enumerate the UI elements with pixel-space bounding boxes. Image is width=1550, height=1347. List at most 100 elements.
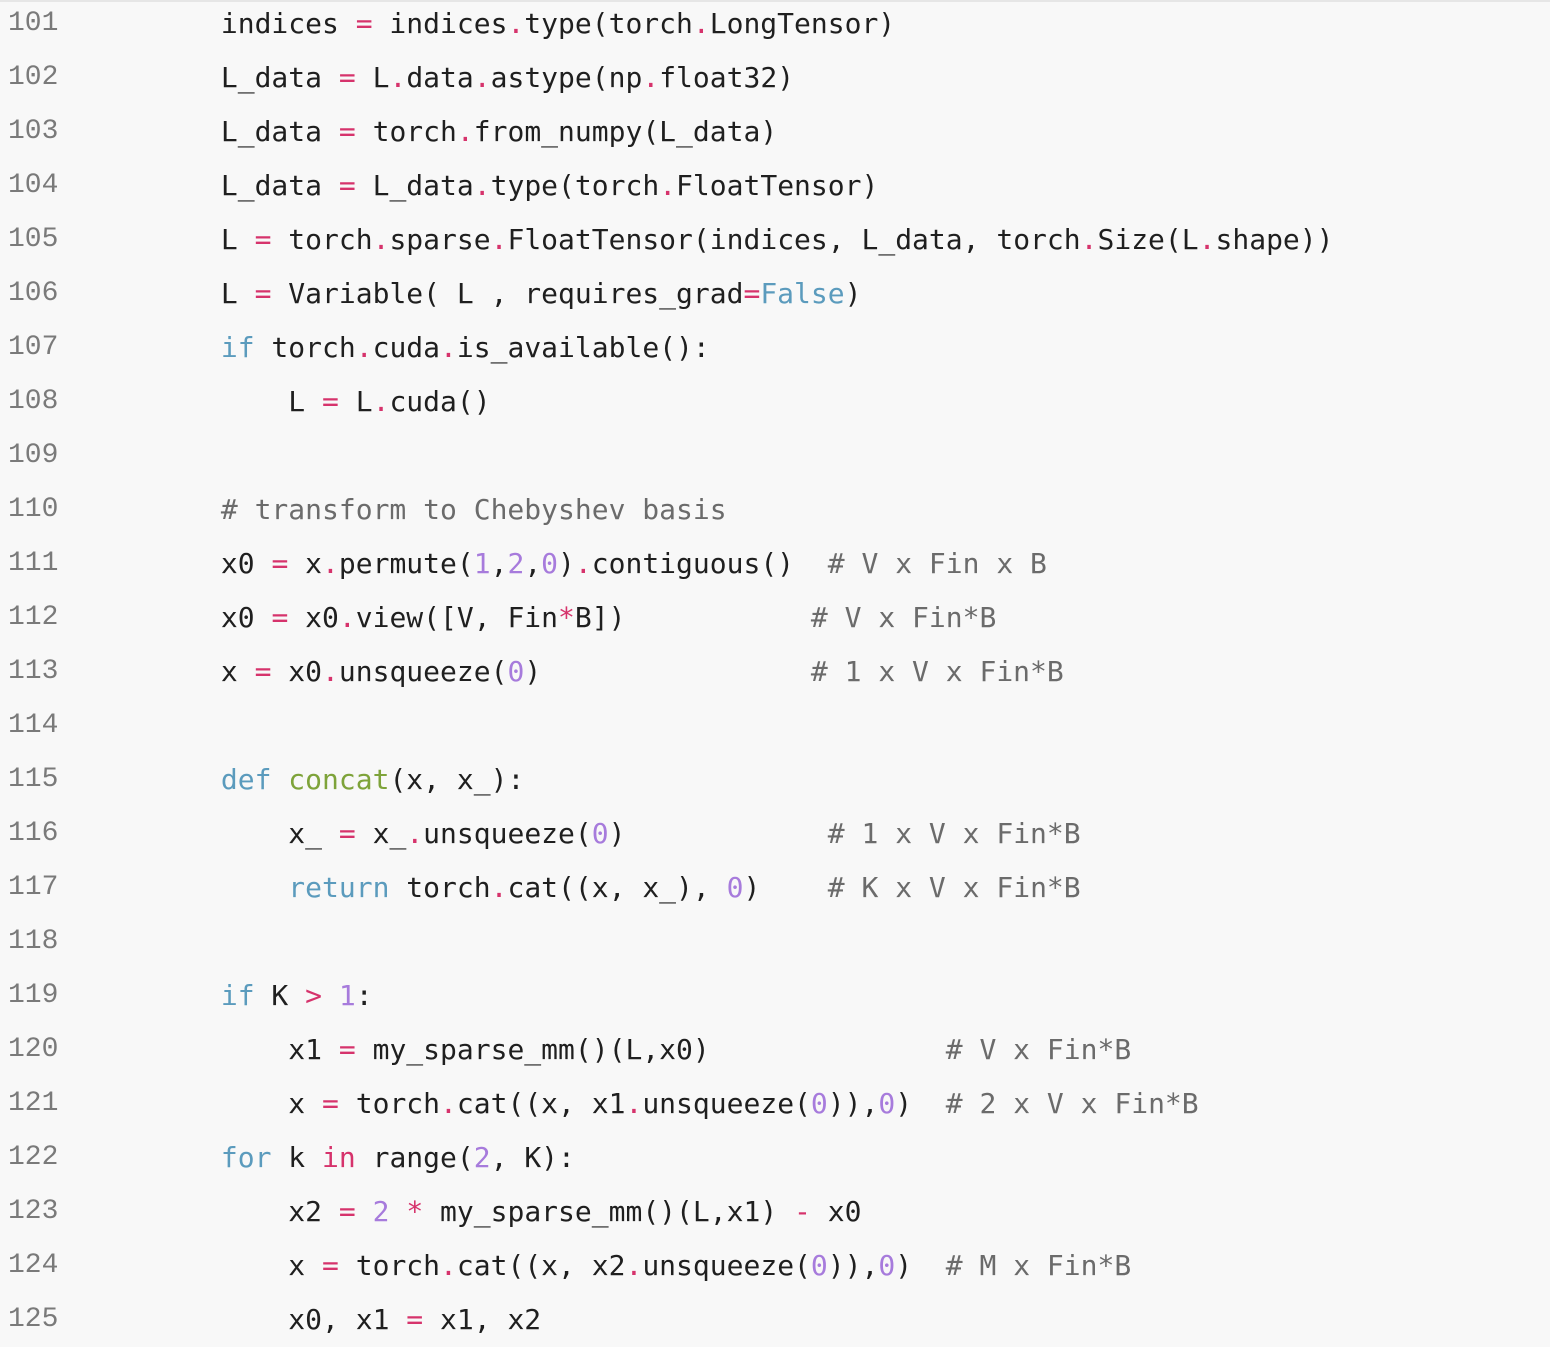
code-line: 124 x = torch.cat((x, x2.unsqueeze(0)),0… [0,1239,1550,1293]
code-text [271,763,288,796]
code-text: )), [827,1249,879,1282]
code-text: : [355,979,373,1012]
number-literal: 0 [810,1087,828,1120]
code-text: cuda [372,331,441,364]
code-text: torch [254,331,356,364]
operator: . [625,1087,643,1120]
line-code: x = x0.unsqueeze(0) # 1 x V x Fin*B [86,645,1064,699]
number-literal: 1 [473,547,491,580]
code-text: x [288,547,323,580]
line-number: 101 [8,8,59,39]
number-literal: 2 [372,1195,390,1228]
code-text: cat((x, x1 [456,1087,626,1120]
operator: > [305,979,323,1012]
code-text: x2 [86,1195,339,1228]
operator: . [440,331,457,364]
operator: . [389,61,407,94]
operator: . [625,1249,643,1282]
code-line: 117 return torch.cat((x, x_), 0) # K x V… [0,861,1550,915]
code-text: ) [608,817,828,850]
number-literal: 0 [591,817,609,850]
code-text: unsqueeze( [338,655,508,688]
line-number: 120 [8,1034,59,1065]
code-text: type(torch [490,169,660,202]
code-text: ) [895,1087,946,1120]
code-text: astype(np [490,61,643,94]
code-line: 104 L_data = L_data.type(torch.FloatTens… [0,159,1550,213]
operator: . [490,223,508,256]
operator: . [473,169,491,202]
code-text: L [355,61,390,94]
operator: . [338,601,356,634]
line-code: return torch.cat((x, x_), 0) # K x V x F… [86,861,1080,915]
line-code: x2 = 2 * my_sparse_mm()(L,x1) - x0 [86,1185,861,1239]
number-literal: 1 [338,979,356,1012]
keyword: False [760,277,845,310]
code-text [322,979,339,1012]
code-text [86,331,221,364]
line-number: 115 [8,764,59,795]
operator: . [692,7,710,40]
line-code: x = torch.cat((x, x2.unsqueeze(0)),0) # … [86,1239,1131,1293]
code-text: permute( [338,547,474,580]
code-text [86,871,288,904]
operator: . [440,1087,457,1120]
line-number: 114 [8,710,59,741]
code-text: ) [844,277,862,310]
operator: . [507,7,525,40]
code-line: 111 x0 = x.permute(1,2,0).contiguous() #… [0,537,1550,591]
code-text: , [490,547,508,580]
code-text: L [86,277,255,310]
number-literal: 0 [507,655,525,688]
operator: - [794,1195,811,1228]
keyword: for [220,1141,272,1174]
operator: . [456,115,474,148]
code-text: torch [338,1249,441,1282]
code-line: 108 L = L.cuda() [0,375,1550,429]
code-text: unsqueeze( [642,1249,811,1282]
code-text: B]) [574,601,811,634]
code-text: x0, x1 [86,1303,407,1336]
number-literal: 2 [473,1141,491,1174]
operator: . [355,331,373,364]
code-text: Size(L [1097,223,1199,256]
line-number: 110 [8,494,59,525]
number-literal: 0 [541,547,559,580]
code-text: from_numpy(L_data) [473,115,778,148]
code-text: L_data [86,169,339,202]
number-literal: 2 [507,547,525,580]
line-code: L_data = torch.from_numpy(L_data) [86,105,777,159]
operator: = [322,1087,339,1120]
line-code: x_ = x_.unsqueeze(0) # 1 x V x Fin*B [86,807,1080,861]
code-text: ) [558,547,575,580]
line-code: if K > 1: [86,969,373,1023]
operator: = [338,1195,356,1228]
line-number: 117 [8,872,59,903]
code-line: 119 if K > 1: [0,969,1550,1023]
keyword: if [220,331,255,364]
line-code: for k in range(2, K): [86,1131,575,1185]
code-text: range( [355,1141,474,1174]
code-text [86,493,221,526]
code-text: indices [372,7,508,40]
operator: = [322,1249,339,1282]
code-text: L_data [86,61,339,94]
code-text: torch [389,871,491,904]
comment: # V x Fin*B [810,601,997,634]
number-literal: 0 [810,1249,828,1282]
line-number: 123 [8,1196,59,1227]
line-code: # transform to Chebyshev basis [86,483,727,537]
line-number: 121 [8,1088,59,1119]
operator: . [1198,223,1216,256]
code-line: 114 [0,699,1550,753]
code-line: 112 x0 = x0.view([V, Fin*B]) # V x Fin*B [0,591,1550,645]
line-number: 119 [8,980,59,1011]
line-number: 124 [8,1250,59,1281]
code-text: L_data [86,115,339,148]
code-line: 110 # transform to Chebyshev basis [0,483,1550,537]
code-text: FloatTensor(indices, L_data, torch [507,223,1081,256]
code-text: Variable( L , requires_grad [271,277,744,310]
line-code: x = torch.cat((x, x1.unsqueeze(0)),0) # … [86,1077,1198,1131]
code-text: L [86,385,323,418]
line-number: 109 [8,440,59,471]
